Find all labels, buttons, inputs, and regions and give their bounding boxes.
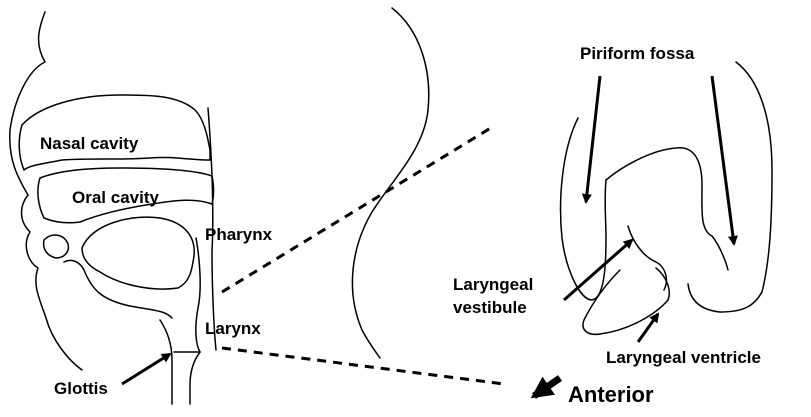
piriform-arrow-left (586, 76, 600, 202)
piriform-arrow-right (712, 76, 734, 244)
ventricle-outline (583, 268, 669, 334)
vestibule-channel (628, 226, 666, 290)
label-laryngeal-ventricle: Laryngeal ventricle (606, 348, 761, 367)
ventricle-arrow (638, 314, 658, 342)
label-glottis: Glottis (54, 379, 108, 398)
back-of-head-outline (352, 8, 428, 358)
nasal-cavity-outline (19, 95, 210, 170)
zoom-line-bottom (222, 348, 504, 384)
label-larynx: Larynx (205, 319, 261, 338)
anterior-arrow (534, 378, 560, 396)
label-pharynx: Pharynx (205, 225, 273, 244)
label-piriform-fossa: Piriform fossa (580, 44, 695, 63)
tongue-outline (82, 217, 194, 289)
pharynx-anterior-wall (196, 238, 200, 352)
right-inner-wall (712, 236, 728, 270)
glottis-arrow (122, 354, 170, 384)
label-oral-cavity: Oral cavity (72, 188, 159, 207)
label-laryngeal-vestibule-1: Laryngeal (453, 275, 533, 294)
trachea-back (190, 352, 200, 404)
label-anterior: Anterior (568, 382, 654, 407)
vestibule-outline (606, 148, 712, 236)
lip-outline (44, 235, 69, 258)
label-laryngeal-vestibule-2: vestibule (453, 298, 527, 317)
larynx-detail (561, 62, 772, 334)
left-piriform-wall (561, 118, 606, 300)
zoom-line-top (222, 126, 494, 292)
trachea-front (160, 320, 172, 404)
right-piriform-wall (688, 62, 772, 312)
label-nasal-cavity: Nasal cavity (40, 134, 139, 153)
vestibule-arrow (564, 240, 632, 300)
